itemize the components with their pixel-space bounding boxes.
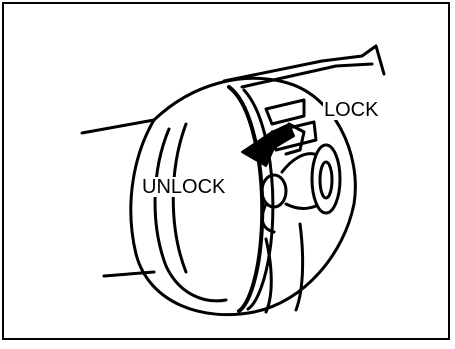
lock-label: LOCK bbox=[323, 100, 379, 120]
key-head-inner bbox=[320, 162, 332, 198]
cap-disk-edge bbox=[229, 87, 262, 311]
unlock-label: UNLOCK bbox=[141, 177, 226, 197]
body-line-top-panel-inner bbox=[242, 64, 372, 87]
fuel-cap-illustration bbox=[4, 4, 455, 349]
mechanism-slot-top bbox=[266, 100, 304, 124]
diagram-frame: LOCK UNLOCK bbox=[2, 2, 450, 340]
cap-face-inner bbox=[173, 124, 186, 272]
cap-face bbox=[155, 129, 226, 301]
key-head bbox=[312, 145, 340, 213]
rotation-arrow bbox=[242, 124, 294, 166]
body-line-left-top bbox=[82, 120, 154, 133]
cap-hinge-lower-2 bbox=[296, 224, 303, 310]
